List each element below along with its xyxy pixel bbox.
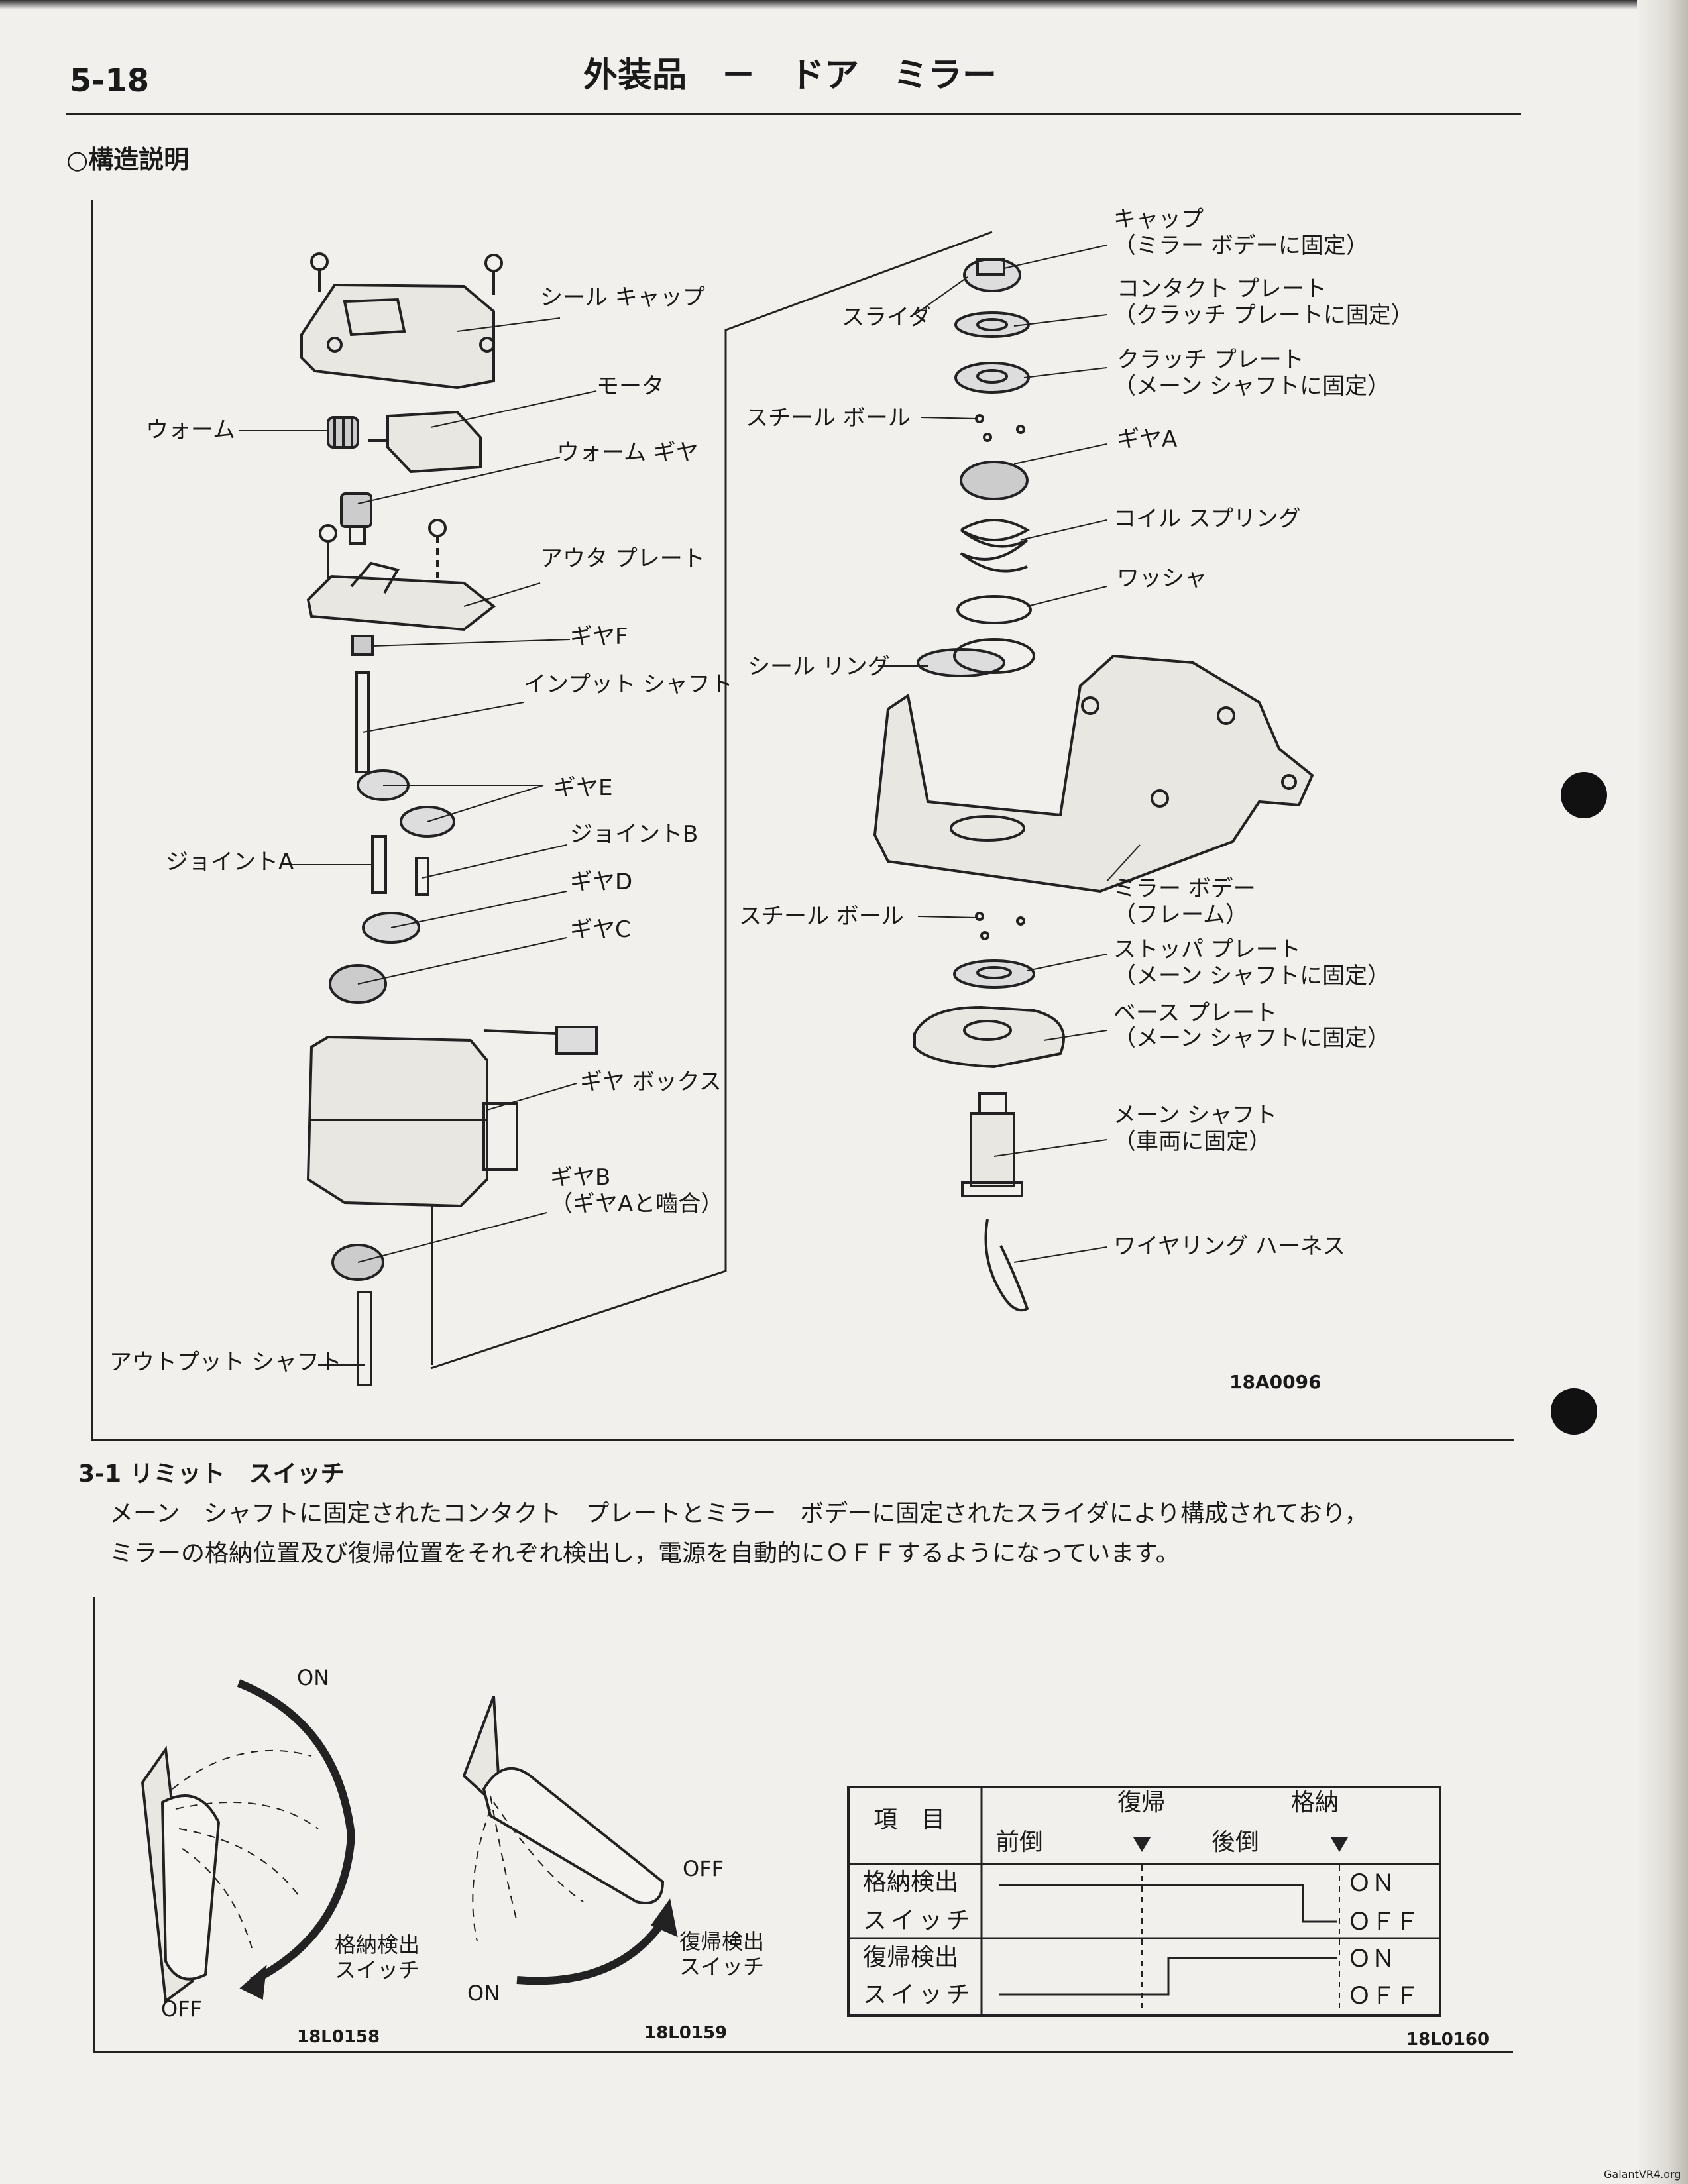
- header-rule: [66, 113, 1521, 115]
- screw-icon: [319, 524, 337, 583]
- label-contact-plate-note: （クラッチ プレートに固定）: [1113, 302, 1414, 329]
- limit-switch-figure-frame: [93, 1597, 1513, 2053]
- label-gear-a: ギヤA: [1117, 426, 1178, 453]
- table-col-backward: 後倒: [1211, 1829, 1260, 1856]
- label-coil-spring: コイル スプリング: [1113, 506, 1301, 532]
- exploded-view-drawing: [239, 231, 1314, 1386]
- label-worm: ウォーム: [146, 417, 235, 443]
- right-edge-shadow: [1637, 0, 1688, 2184]
- table-row2-label-2: スイッチ: [863, 1981, 975, 2008]
- label-gear-f: ギヤF: [570, 624, 628, 650]
- subsection-title: 3-1 リミット スイッチ: [78, 1460, 345, 1488]
- subsection-body-line2: ミラーの格納位置及び復帰位置をそれぞれ検出し，電源を自動的にＯＦＦするようになっ…: [109, 1540, 1180, 1567]
- punch-hole: [1551, 1388, 1597, 1435]
- label-contact-plate: コンタクト プレート: [1117, 276, 1327, 302]
- label-wiring-harness: ワイヤリング ハーネス: [1113, 1233, 1345, 1260]
- return-off-label: OFF: [683, 1856, 724, 1881]
- label-outer-plate: アウタ プレート: [540, 545, 705, 572]
- table-col-forward: 前倒: [995, 1829, 1044, 1856]
- label-motor: モータ: [596, 373, 664, 400]
- page-number: 5-18: [70, 62, 150, 99]
- label-input-shaft: インプット シャフト: [524, 671, 733, 698]
- top-edge-shadow: [0, 0, 1688, 9]
- fold-switch-label-2: スイッチ: [335, 1957, 420, 1983]
- fold-off-label: OFF: [161, 1996, 202, 2022]
- figure-code-fold: 18L0158: [297, 2027, 380, 2047]
- table-row2-off: ＯＦＦ: [1347, 1983, 1420, 2010]
- label-base-plate-note: （メーン シャフトに固定）: [1113, 1025, 1390, 1052]
- exploded-diagram-frame: [91, 200, 1514, 1441]
- label-mirror-body-note: （フレーム）: [1113, 902, 1248, 928]
- table-row2-on: ＯＮ: [1347, 1945, 1396, 1973]
- fold-switch-label: 格納検出: [335, 1932, 420, 1957]
- label-main-shaft: メーン シャフト: [1113, 1102, 1278, 1128]
- fold-on-label: ON: [297, 1665, 330, 1690]
- page-title: 外装品 － ドア ミラー: [583, 56, 997, 95]
- figure-code-return: 18L0159: [644, 2023, 728, 2043]
- table-row1-label: 格納検出: [863, 1869, 959, 1896]
- label-main-shaft-note: （車両に固定）: [1113, 1128, 1271, 1155]
- mirror-position-drawings: [141, 1679, 678, 2004]
- label-gear-b: ギヤB: [550, 1164, 611, 1191]
- label-stopper-plate-note: （メーン シャフトに固定）: [1113, 963, 1390, 989]
- return-switch-label-2: スイッチ: [679, 1954, 765, 1979]
- screw-icon: [484, 254, 503, 295]
- label-steel-ball-top: スチール ボール: [746, 405, 911, 431]
- watermark: GalantVR4.org: [1604, 2168, 1681, 2181]
- label-clutch-plate-note: （メーン シャフトに固定）: [1113, 373, 1390, 400]
- return-switch-label: 復帰検出: [679, 1929, 765, 1954]
- label-gear-d: ギヤD: [570, 869, 633, 895]
- label-gear-e: ギヤE: [553, 775, 613, 801]
- label-gear-c: ギヤC: [570, 916, 631, 943]
- label-cap: キャップ: [1113, 206, 1204, 233]
- label-cap-note: （ミラー ボデーに固定）: [1113, 233, 1369, 259]
- table-row2-label: 復帰検出: [863, 1944, 959, 1971]
- label-seal-ring: シール リング: [748, 653, 890, 680]
- label-seal-cap: シール キャップ: [540, 284, 705, 311]
- label-clutch-plate: クラッチ プレート: [1117, 347, 1304, 373]
- label-mirror-body: ミラー ボデー: [1113, 875, 1256, 902]
- table-row1-off: ＯＦＦ: [1347, 1908, 1420, 1936]
- table-col-fold: 格納: [1291, 1789, 1339, 1816]
- label-joint-a: ジョイントA: [166, 849, 294, 875]
- figure-code-exploded: 18A0096: [1229, 1371, 1322, 1393]
- table-item-header: 項 目: [873, 1806, 946, 1833]
- label-stopper-plate: ストッパ プレート: [1113, 936, 1301, 963]
- label-output-shaft: アウトプット シャフト: [109, 1349, 342, 1376]
- return-on-label: ON: [467, 1981, 500, 2006]
- table-col-return: 復帰: [1117, 1789, 1166, 1816]
- figure-code-table: 18L0160: [1406, 2030, 1490, 2049]
- table-row1-on: ＯＮ: [1347, 1870, 1396, 1897]
- section-title: ○構造説明: [66, 145, 190, 174]
- switch-timing-table: [847, 1786, 1441, 2017]
- subsection-body-line1: メーン シャフトに固定されたコンタクト プレートとミラー ボデーに固定されたスラ…: [109, 1500, 1369, 1527]
- label-base-plate: ベース プレート: [1113, 1000, 1278, 1026]
- screw-icon: [428, 519, 447, 590]
- label-slider: スライダ: [842, 304, 931, 331]
- label-gear-b-note: （ギヤAと嚙合）: [550, 1191, 724, 1217]
- label-worm-gear: ウォーム ギヤ: [557, 439, 699, 466]
- table-row1-label-2: スイッチ: [863, 1907, 975, 1934]
- label-steel-ball-bottom: スチール ボール: [739, 903, 904, 930]
- screw-icon: [310, 252, 329, 292]
- punch-hole: [1561, 772, 1607, 818]
- label-gear-box: ギヤ ボックス: [580, 1069, 722, 1095]
- label-washer: ワッシャ: [1117, 565, 1207, 592]
- label-joint-b: ジョイントB: [570, 821, 699, 847]
